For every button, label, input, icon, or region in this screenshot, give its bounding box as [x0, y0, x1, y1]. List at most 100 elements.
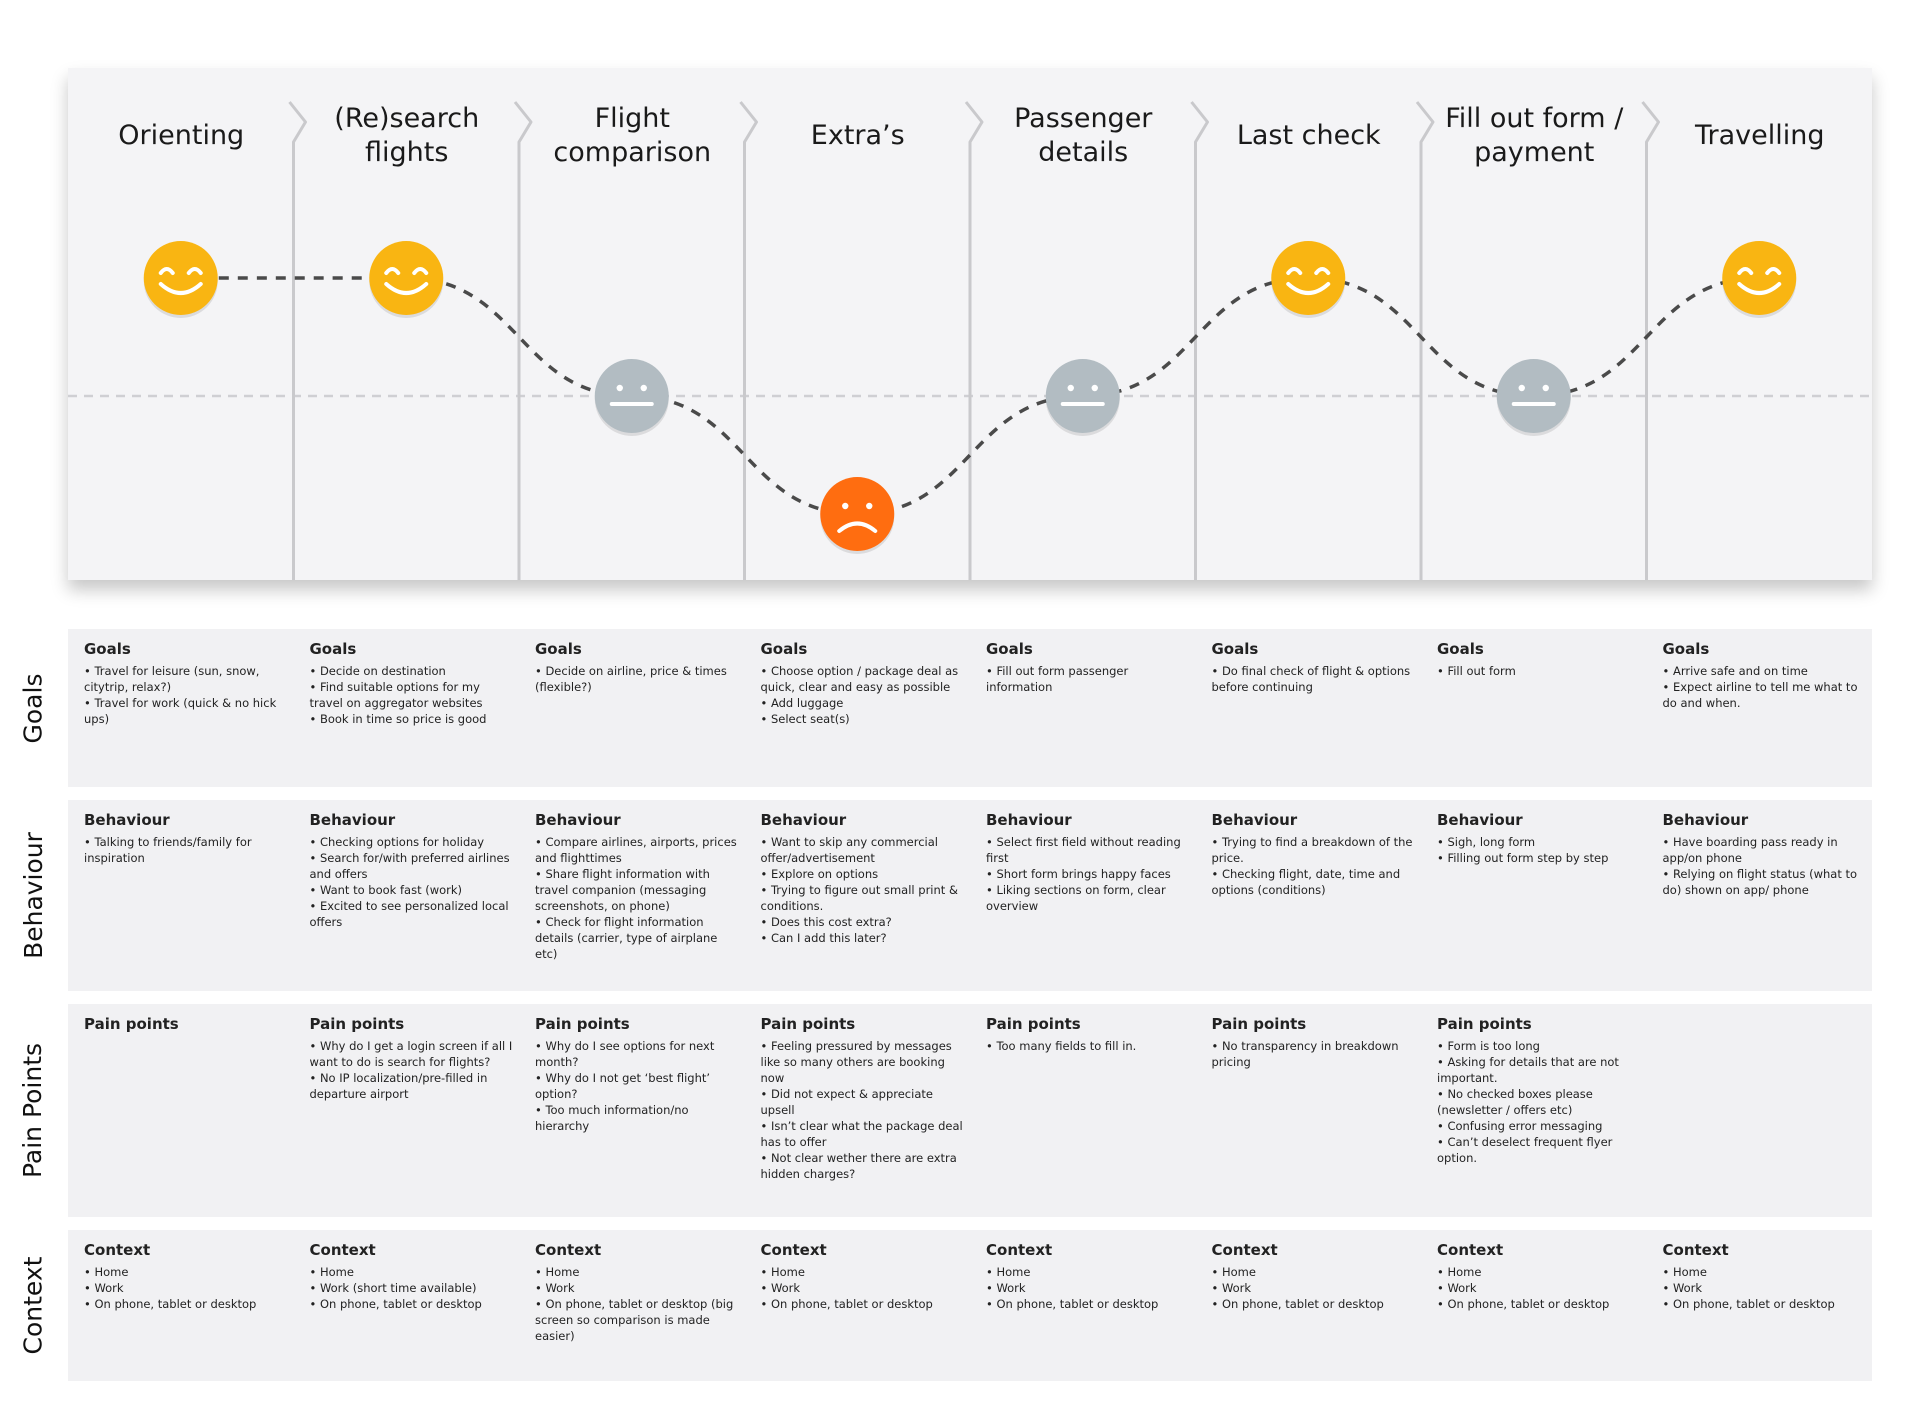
bullet-list: HomeWorkOn phone, tablet or desktop — [761, 1264, 966, 1312]
list-item: Liking sections on form, clear overview — [986, 882, 1191, 914]
list-item: Too many fields to fill in. — [986, 1038, 1191, 1054]
stage-separator — [1641, 101, 1660, 580]
bullet-list: HomeWorkOn phone, tablet or desktop — [84, 1264, 289, 1312]
stage-title: Orienting — [118, 120, 245, 151]
list-item: On phone, tablet or desktop (big screen … — [535, 1296, 740, 1344]
detail-cell: GoalsChoose option / package deal as qui… — [761, 639, 966, 727]
detail-cell: BehaviourCompare airlines, airports, pri… — [535, 810, 740, 962]
cell-title: Pain points — [309, 1015, 405, 1033]
list-item: On phone, tablet or desktop — [310, 1296, 515, 1312]
list-item: On phone, tablet or desktop — [84, 1296, 289, 1312]
stage-title: Flight comparison — [553, 103, 712, 168]
list-item: Decide on destination — [310, 663, 515, 679]
list-item: Filling out form step by step — [1437, 850, 1642, 866]
list-item: On phone, tablet or desktop — [1212, 1296, 1417, 1312]
list-item: Want to book fast (work) — [310, 882, 515, 898]
list-item: Checking options for holiday — [310, 834, 515, 850]
happy-face-icon — [1722, 241, 1797, 318]
list-item: Checking flight, date, time and options … — [1212, 866, 1417, 898]
list-item: Does this cost extra? — [761, 914, 966, 930]
list-item: Work — [1663, 1280, 1868, 1296]
bullet-list: Form is too longAsking for details that … — [1437, 1038, 1642, 1166]
cell-title: Context — [84, 1241, 151, 1259]
list-item: No checked boxes please (newsletter / of… — [1437, 1086, 1642, 1118]
list-item: Home — [84, 1264, 289, 1280]
cell-title: Goals — [1211, 640, 1259, 658]
list-item: Feeling pressured by messages like so ma… — [761, 1038, 966, 1086]
list-item: Fill out form passenger information — [986, 663, 1191, 695]
list-item: Did not expect & appreciate upsell — [761, 1086, 966, 1118]
neutral-face-icon — [1045, 359, 1120, 436]
neutral-face-icon — [1496, 359, 1571, 436]
stage-title: (Re)search flights — [334, 103, 480, 168]
list-item: Home — [1212, 1264, 1417, 1280]
stage-title: Travelling — [1694, 120, 1825, 151]
list-item: Arrive safe and on time — [1663, 663, 1868, 679]
list-item: Can’t deselect frequent flyer option. — [1437, 1134, 1642, 1166]
bullet-list: Arrive safe and on timeExpect airline to… — [1663, 663, 1868, 711]
bullet-list: Trying to find a breakdown of the price.… — [1212, 834, 1417, 898]
cell-title: Context — [1662, 1241, 1729, 1259]
list-item: On phone, tablet or desktop — [761, 1296, 966, 1312]
list-item: Select seat(s) — [761, 711, 966, 727]
cell-title: Context — [1437, 1241, 1504, 1259]
cell-title: Goals — [1662, 640, 1710, 658]
list-item: Relying on flight status (what to do) sh… — [1663, 866, 1868, 898]
list-item: Short form brings happy faces — [986, 866, 1191, 882]
list-item: No IP localization/pre-filled in departu… — [310, 1070, 515, 1102]
list-item: On phone, tablet or desktop — [1437, 1296, 1642, 1312]
cell-title: Pain points — [84, 1015, 179, 1033]
list-item: Add luggage — [761, 695, 966, 711]
cell-title: Pain points — [986, 1015, 1081, 1033]
bullet-list: Checking options for holidaySearch for/w… — [310, 834, 515, 930]
list-item: Not clear wether there are extra hidden … — [761, 1150, 966, 1182]
neutral-face-icon — [594, 359, 669, 436]
bullet-list: Talking to friends/family for inspiratio… — [84, 834, 289, 866]
detail-cell: GoalsTravel for leisure (sun, snow, city… — [84, 639, 289, 727]
list-item: Do final check of flight & options befor… — [1212, 663, 1417, 695]
emotion-curve-chart — [68, 101, 1872, 580]
list-item: Work — [986, 1280, 1191, 1296]
bullet-list: Too many fields to fill in. — [986, 1038, 1191, 1054]
cell-title: Goals — [84, 640, 131, 658]
list-item: Why do I see options for next month? — [535, 1038, 740, 1070]
detail-cell: GoalsDecide on destinationFind suitable … — [310, 639, 515, 727]
cell-title: Pain points — [535, 1015, 630, 1033]
list-item: Select first field without reading first — [986, 834, 1191, 866]
detail-cell: ContextHomeWorkOn phone, tablet or deskt… — [1437, 1240, 1642, 1312]
cell-title: Context — [309, 1241, 376, 1259]
list-item: Choose option / package deal as quick, c… — [761, 663, 966, 695]
cell-title: Goals — [535, 640, 582, 658]
list-item: Home — [986, 1264, 1191, 1280]
list-item: Share flight information with travel com… — [535, 866, 740, 914]
bullet-list: Compare airlines, airports, prices and f… — [535, 834, 740, 962]
detail-cell: Pain pointsToo many fields to fill in. — [986, 1014, 1191, 1054]
bullet-list: Choose option / package deal as quick, c… — [761, 663, 966, 727]
stage-separator — [1190, 101, 1209, 580]
cell-title: Pain points — [1211, 1015, 1307, 1033]
bullet-list: HomeWorkOn phone, tablet or desktop — [986, 1264, 1191, 1312]
row-goals: GoalsTravel for leisure (sun, snow, city… — [68, 629, 1872, 787]
bullet-list: Want to skip any commercial offer/advert… — [761, 834, 966, 946]
detail-cell: ContextHomeWorkOn phone, tablet or deskt… — [1212, 1240, 1417, 1312]
row-label: Behaviour — [18, 832, 48, 959]
list-item: Check for flight information details (ca… — [535, 914, 740, 962]
list-item: Home — [310, 1264, 515, 1280]
list-item: Work — [84, 1280, 289, 1296]
cell-title: Goals — [986, 640, 1033, 658]
cell-title: Behaviour — [1437, 811, 1523, 829]
detail-cell: Pain pointsNo transparency in breakdown … — [1212, 1014, 1417, 1070]
cell-title: Behaviour — [309, 811, 396, 829]
happy-face-icon — [369, 241, 444, 318]
detail-cell: BehaviourWant to skip any commercial off… — [761, 810, 966, 946]
bullet-list: Have boarding pass ready in app/on phone… — [1663, 834, 1868, 898]
list-item: Isn’t clear what the package deal has to… — [761, 1118, 966, 1150]
list-item: Excited to see personalized local offers — [310, 898, 515, 930]
stage-separator — [288, 101, 307, 580]
detail-cell: Goals Do final check of flight & options … — [1212, 639, 1417, 695]
bullet-list: Do final check of flight & options befor… — [1212, 663, 1417, 695]
bullet-list: Fill out form passenger information — [986, 663, 1191, 695]
detail-cell: Pain pointsWhy do I get a login screen i… — [310, 1014, 515, 1102]
bullet-list: Select first field without reading first… — [986, 834, 1191, 914]
